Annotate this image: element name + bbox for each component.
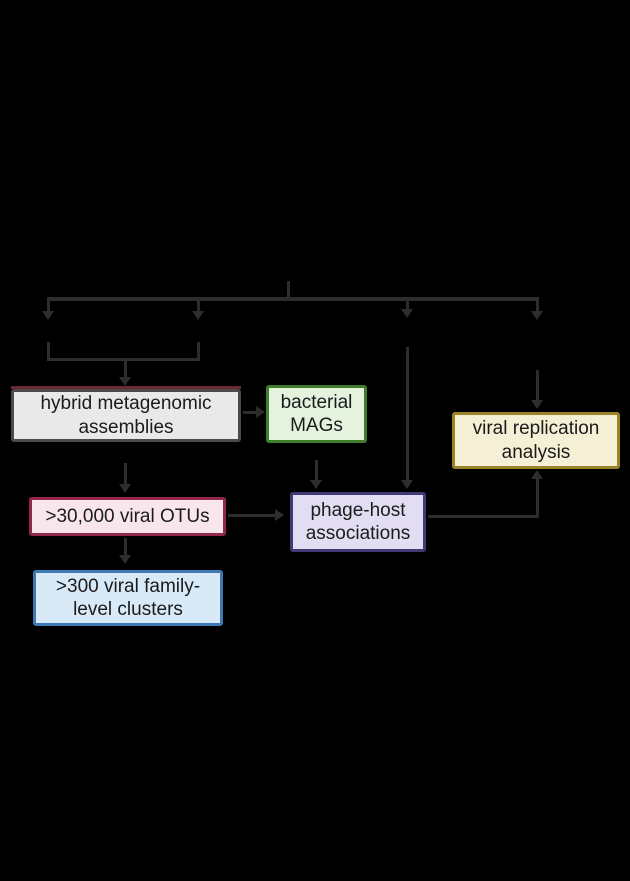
arrowhead-down-mags-to-phagehost [310, 480, 322, 489]
connector-split-to-phagehost-shaft [406, 347, 409, 480]
node-viral-replication: viral replication analysis [452, 412, 620, 469]
connector-drop-4-shaft [536, 301, 539, 312]
connector-drop-3-shaft [406, 301, 409, 310]
connector-drop-1-shaft [47, 301, 50, 312]
connector-otus-to-phagehost-shaft [228, 514, 275, 517]
arrowhead-down-drop-3 [401, 309, 413, 318]
arrowhead-down-bracket [119, 377, 131, 386]
connector-split-horizontal [47, 297, 539, 301]
hybrid-assemblies-top-accent [11, 386, 241, 389]
node-phage-host: phage-host associations [290, 492, 426, 552]
connector-phagehost-to-replication-vertical [536, 479, 539, 518]
arrowhead-down-split-to-replication [531, 400, 543, 409]
connector-mags-to-phagehost-shaft [315, 460, 318, 480]
arrowhead-right-hybrid-to-mags [256, 406, 265, 418]
arrowhead-up-phagehost-to-replication [531, 470, 543, 479]
connector-root-tick [287, 281, 290, 297]
connector-phagehost-to-replication-horizontal [428, 515, 539, 518]
arrowhead-down-split-to-phagehost [401, 480, 413, 489]
arrowhead-right-otus-to-phagehost [275, 509, 284, 521]
node-bacterial-mags: bacterial MAGs [266, 385, 367, 443]
node-hybrid-assemblies: hybrid metagenomic assemblies [11, 389, 241, 442]
arrowhead-down-otus-to-clusters [119, 555, 131, 564]
connector-hybrid-to-otus-shaft [124, 463, 127, 484]
connector-bracket-right [197, 342, 200, 358]
connector-bracket-horizontal [47, 358, 200, 361]
arrowhead-down-drop-2 [192, 311, 204, 320]
connector-bracket-left [47, 342, 50, 358]
connector-hybrid-to-mags-shaft [243, 411, 256, 414]
connector-drop-2-shaft [197, 301, 200, 312]
arrowhead-down-drop-1 [42, 311, 54, 320]
arrowhead-down-drop-4 [531, 311, 543, 320]
node-family-clusters: >300 viral family- level clusters [33, 570, 223, 626]
arrowhead-down-hybrid-to-otus [119, 484, 131, 493]
connector-otus-to-clusters-shaft [124, 538, 127, 555]
connector-bracket-arrow-shaft [124, 361, 127, 377]
connector-split-to-replication-shaft [536, 370, 539, 400]
node-viral-otus: >30,000 viral OTUs [29, 497, 226, 536]
